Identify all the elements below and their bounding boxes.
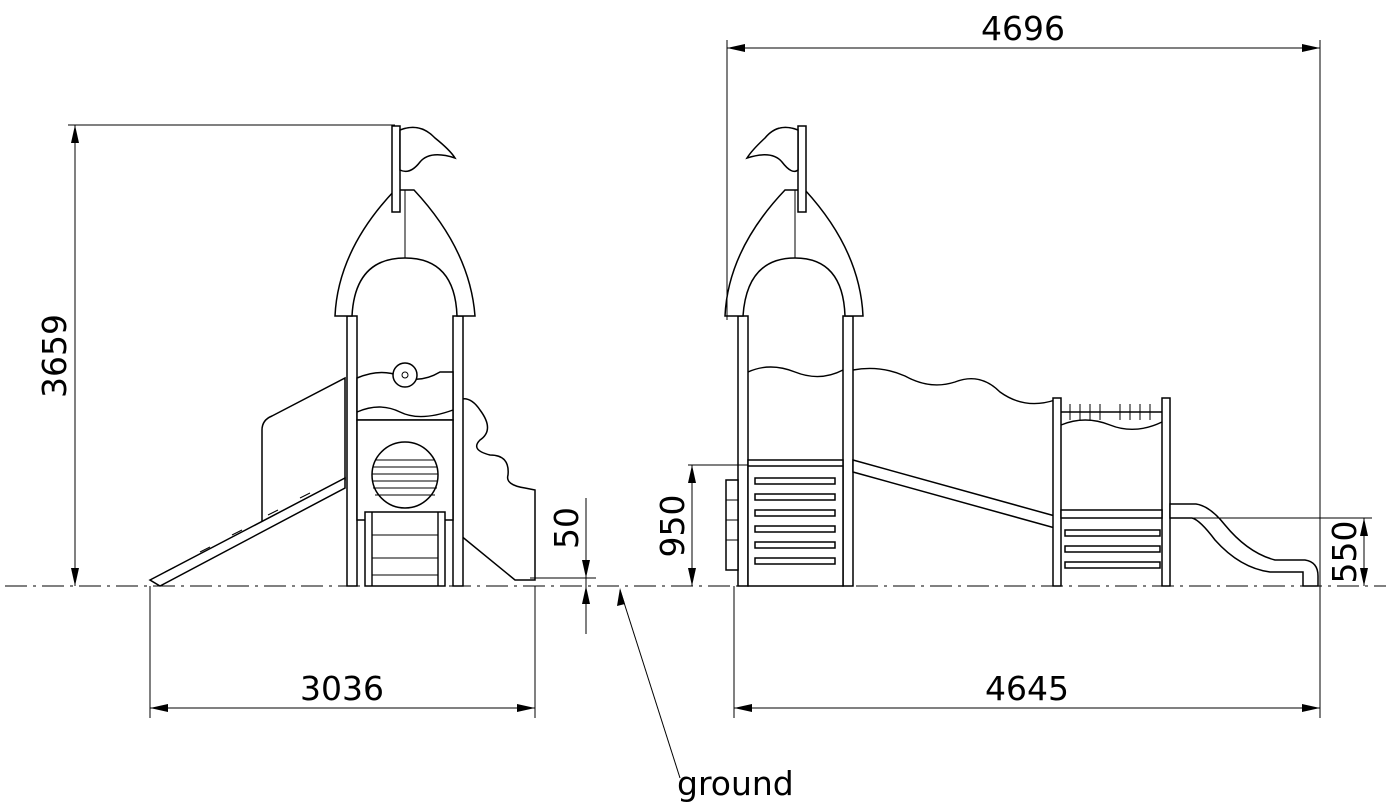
dim-platform-height-label: 950 — [653, 495, 692, 558]
dim-left-width: 3036 — [149, 586, 536, 718]
ground-annotation: ground — [617, 588, 794, 803]
ground-label: ground — [677, 764, 794, 803]
dim-slide-exit-height-label: 550 — [1325, 521, 1364, 584]
front-elevation-view — [148, 125, 536, 587]
dim-left-width-label: 3036 — [300, 669, 384, 708]
slide-exit — [1169, 503, 1319, 587]
dim-slide-exit-height: 550 — [1170, 517, 1372, 586]
dim-left-height: 3659 — [35, 124, 395, 586]
dim-clearance-label: 50 — [547, 507, 586, 549]
roof-side — [724, 189, 864, 317]
flag-side — [745, 125, 807, 213]
dim-right-overall-width: 4696 — [726, 9, 1321, 586]
dim-right-overall-width-label: 4696 — [981, 9, 1065, 48]
dim-right-base-width-label: 4645 — [985, 669, 1069, 708]
dim-right-base-width: 4645 — [733, 586, 1321, 718]
dim-platform-height: 950 — [653, 464, 748, 586]
ramp-left — [148, 376, 346, 587]
flag-front — [391, 125, 457, 213]
wavy-panel-right — [457, 398, 536, 581]
dim-left-height-label: 3659 — [35, 314, 74, 398]
dim-clearance: 50 — [530, 498, 596, 634]
round-window — [371, 441, 439, 509]
side-elevation-view — [724, 125, 1319, 587]
sun-ornament — [392, 362, 418, 388]
